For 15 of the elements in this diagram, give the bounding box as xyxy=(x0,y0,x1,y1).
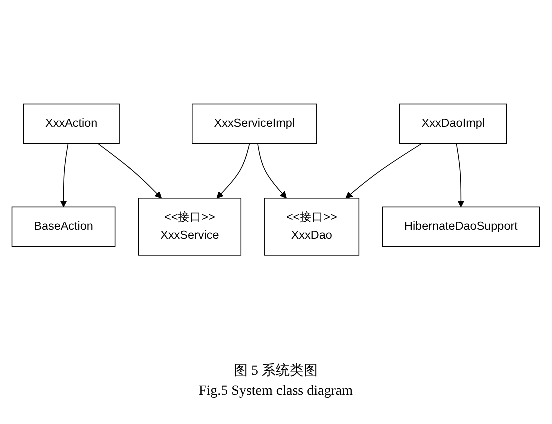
node-box: <<接口>> XxxService xyxy=(138,198,242,256)
arrow xyxy=(456,143,465,208)
arrow xyxy=(346,143,422,199)
arrow xyxy=(98,143,162,199)
figure-caption: 图 5 系统类图 xyxy=(234,362,318,381)
node-box: XxxServiceImpl xyxy=(192,104,318,144)
arrow xyxy=(60,143,69,208)
node-box: XxxDaoImpl xyxy=(400,104,508,144)
arrow xyxy=(216,143,250,199)
node-box: XxxAction xyxy=(23,104,120,144)
node-box: <<接口>> XxxDao xyxy=(264,198,360,256)
arrow xyxy=(258,143,287,199)
figure-caption: Fig.5 System class diagram xyxy=(199,383,353,401)
node-box: BaseAction xyxy=(12,206,116,248)
node-box: HibernateDaoSupport xyxy=(382,206,540,248)
